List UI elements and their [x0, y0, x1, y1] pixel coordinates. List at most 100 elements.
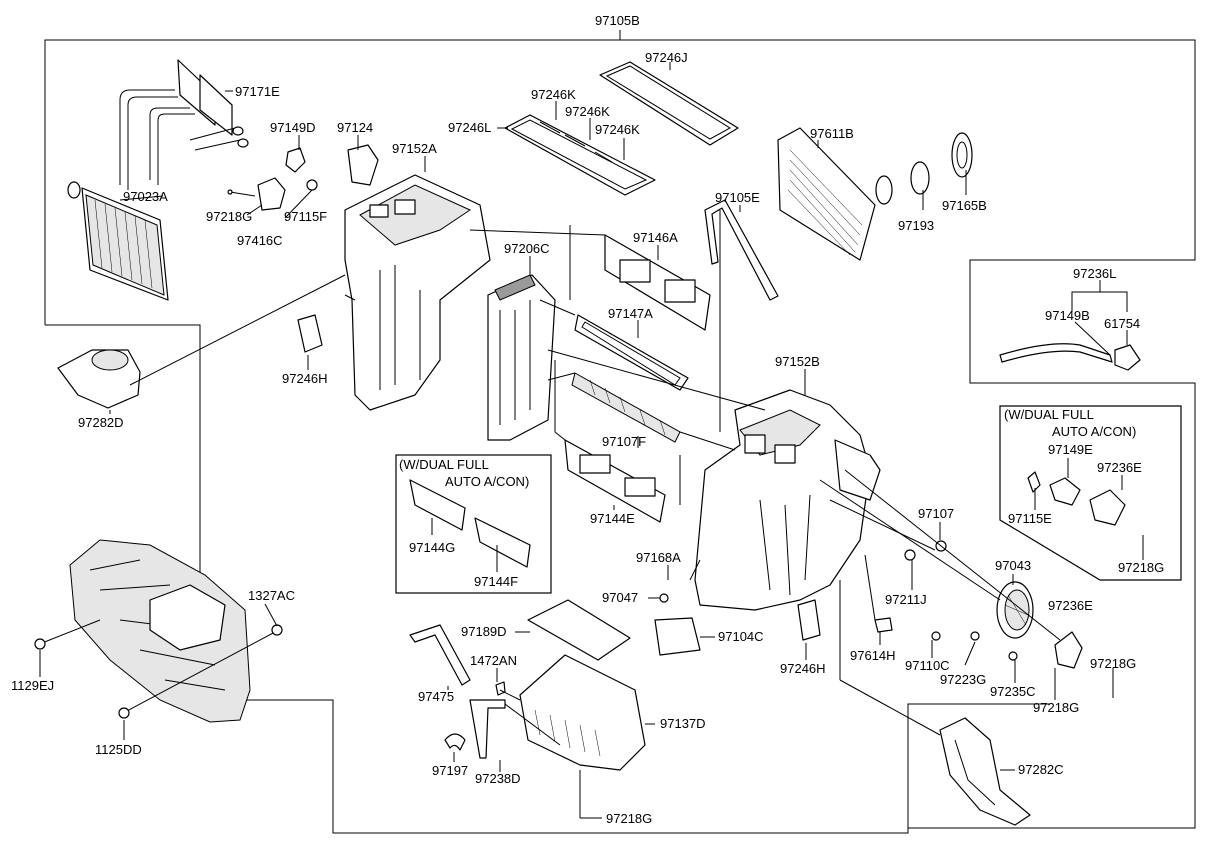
label-97165b: 97165B — [942, 198, 987, 213]
label-97189d: 97189D — [461, 624, 507, 639]
label-97110c: 97110C — [905, 658, 950, 673]
hose-97238d-drawing — [469, 699, 506, 759]
seal-97246h-left-drawing — [297, 314, 323, 353]
clip-97115e-inset-drawing — [1027, 471, 1041, 493]
label-97223g: 97223G — [940, 672, 986, 687]
inset-box-dual-right — [999, 405, 1182, 581]
label-97416c: 97416C — [237, 233, 283, 248]
label-97246h-2: 97246H — [780, 661, 826, 676]
label-97218g-5: 97218G — [606, 811, 652, 826]
label-97218g-4: 97218G — [1033, 700, 1079, 715]
label-97149d: 97149D — [270, 120, 316, 135]
label-97614h: 97614H — [850, 648, 896, 663]
label-97236l: 97236L — [1073, 266, 1116, 281]
label-1129ej: 1129EJ — [11, 678, 54, 693]
label-97147a: 97147A — [608, 306, 653, 321]
actuator-drawings — [227, 144, 379, 211]
label-97124: 97124 — [337, 120, 373, 135]
door-97147a-drawing — [574, 314, 689, 391]
lower-case-b-drawing — [694, 389, 881, 611]
label-97107: 97107 — [918, 506, 954, 521]
elbow-97197-drawing — [444, 733, 466, 751]
label-97246l: 97246L — [448, 120, 491, 135]
inset-right-line1: (W/DUAL FULL — [1004, 407, 1094, 422]
label-97144g: 97144G — [409, 540, 455, 555]
label-97236e-1: 97236E — [1097, 460, 1142, 475]
label-97206c: 97206C — [504, 241, 550, 256]
tray-97189d-drawing — [527, 599, 631, 661]
label-97104c: 97104C — [718, 629, 764, 644]
leader-lines — [39, 62, 1144, 819]
hvac-assembly-sketch — [34, 539, 283, 723]
label-97475: 97475 — [418, 689, 454, 704]
part-labels: 97105B 97246J 97171E 97246K 97246K 97246… — [11, 13, 1164, 826]
label-97218g-3: 97218G — [1090, 656, 1136, 671]
label-97246k-2: 97246K — [565, 104, 610, 119]
label-97611b: 97611B — [810, 126, 854, 141]
label-97218g-2: 97218G — [1118, 560, 1164, 575]
door-97144e-drawing — [564, 439, 666, 523]
actuator-97149e-inset-drawing — [1049, 477, 1081, 506]
label-1125dd: 1125DD — [95, 742, 142, 757]
inset-outline-97282c — [907, 703, 1050, 828]
lower-case-97137d-drawing — [519, 654, 646, 771]
label-97246j: 97246J — [645, 50, 688, 65]
label-97137d: 97137D — [660, 716, 706, 731]
label-97218g-1: 97218G — [206, 209, 252, 224]
inset-left-line2: AUTO A/CON) — [445, 474, 529, 489]
label-97149b: 97149B — [1045, 308, 1090, 323]
label-97107f: 97107F — [602, 434, 646, 449]
label-97152b: 97152B — [775, 354, 820, 369]
label-97211j: 97211J — [885, 592, 927, 607]
label-97235c: 97235C — [990, 684, 1036, 699]
door-97146a-drawing — [604, 234, 711, 331]
label-97168a: 97168A — [636, 550, 681, 565]
label-97197: 97197 — [432, 763, 468, 778]
label-97246h-1: 97246H — [282, 371, 328, 386]
label-97115f: 97115F — [284, 209, 327, 224]
label-61754: 61754 — [1104, 316, 1140, 331]
upper-case-a-drawing — [344, 174, 491, 411]
duct-97282c-drawing — [939, 717, 1031, 826]
blower-motor-drawing — [996, 581, 1034, 639]
sensor-61754-drawing — [1114, 344, 1141, 371]
hose-97475-drawing — [409, 624, 471, 686]
heater-pipe-drawing — [119, 59, 249, 190]
actuator-97236e-drawing — [1054, 631, 1083, 669]
label-97282d: 97282D — [78, 415, 124, 430]
label-97149e: 97149E — [1048, 442, 1093, 457]
inset-box-dual-left — [395, 454, 552, 594]
label-97282c: 97282C — [1018, 762, 1064, 777]
label-1327ac: 1327AC — [248, 588, 295, 603]
label-97023a: 97023A — [123, 189, 168, 204]
label-97246k-1: 97246K — [531, 87, 576, 102]
label-97047: 97047 — [602, 590, 638, 605]
label-1472an: 1472AN — [470, 653, 517, 668]
gasket-97104c-drawing — [654, 617, 701, 656]
door-97206c-drawing — [487, 274, 556, 441]
inset-right-line2: AUTO A/CON) — [1052, 424, 1136, 439]
filter-frame-j-drawing — [599, 61, 739, 146]
filter-frame-k-drawing — [504, 114, 656, 196]
label-97236e-2: 97236E — [1048, 598, 1093, 613]
heater-core-drawing — [67, 181, 169, 301]
label-97144f: 97144F — [474, 574, 518, 589]
seal-97246h-right-drawing — [797, 599, 821, 641]
evaporator-drawing — [777, 127, 973, 261]
inset-left-line1: (W/DUAL FULL — [399, 457, 489, 472]
label-97115e: 97115E — [1008, 511, 1052, 526]
seal-97105e-drawing — [704, 199, 779, 301]
label-97152a: 97152A — [392, 141, 437, 156]
label-97105e: 97105E — [715, 190, 760, 205]
door-97144g-97144f-drawing — [409, 479, 531, 568]
label-97238d: 97238D — [475, 771, 521, 786]
label-97246k-3: 97246K — [595, 122, 640, 137]
label-97105b: 97105B — [595, 13, 640, 28]
actuator-97236e-inset-drawing — [1089, 489, 1126, 526]
hose-97236l-drawing — [999, 343, 1113, 363]
label-97043: 97043 — [995, 558, 1031, 573]
label-97144e: 97144E — [590, 511, 635, 526]
label-97193: 97193 — [898, 218, 934, 233]
label-97146a: 97146A — [633, 230, 678, 245]
